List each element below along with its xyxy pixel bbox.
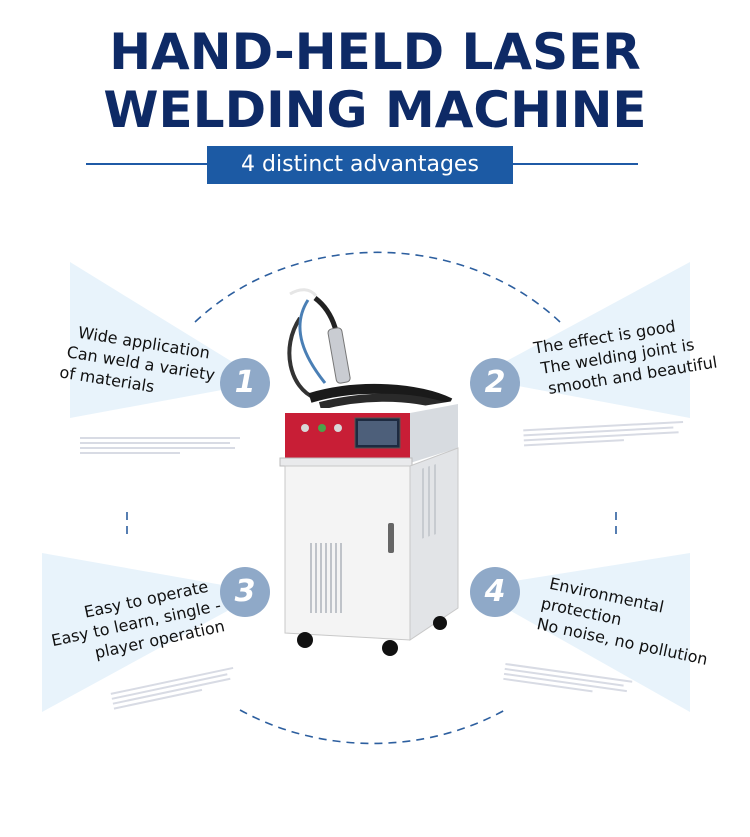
dashed-arc-bottom: [239, 709, 506, 745]
advantage-1-badge: 1: [220, 358, 270, 408]
subtitle-banner: 4 distinct advantages: [207, 146, 513, 184]
page-title-line1: HAND-HELD LASER: [109, 23, 641, 81]
dashed-arc-top: [194, 251, 561, 323]
advantage-4-badge: 4: [470, 567, 520, 617]
advantage-3-badge: 3: [220, 567, 270, 617]
panel-2-triangle: [475, 262, 690, 418]
page-title-line2: WELDING MACHINE: [103, 81, 647, 139]
welding-machine-image: [279, 288, 460, 656]
advantage-2-badge: 2: [470, 358, 520, 408]
divider-right: [512, 163, 638, 165]
panel-1-triangle: [70, 262, 265, 418]
panel-4-triangle: [470, 553, 690, 712]
panel-3-triangle: [42, 553, 262, 712]
micro-text-block-1: [80, 434, 245, 464]
divider-left: [86, 163, 210, 165]
